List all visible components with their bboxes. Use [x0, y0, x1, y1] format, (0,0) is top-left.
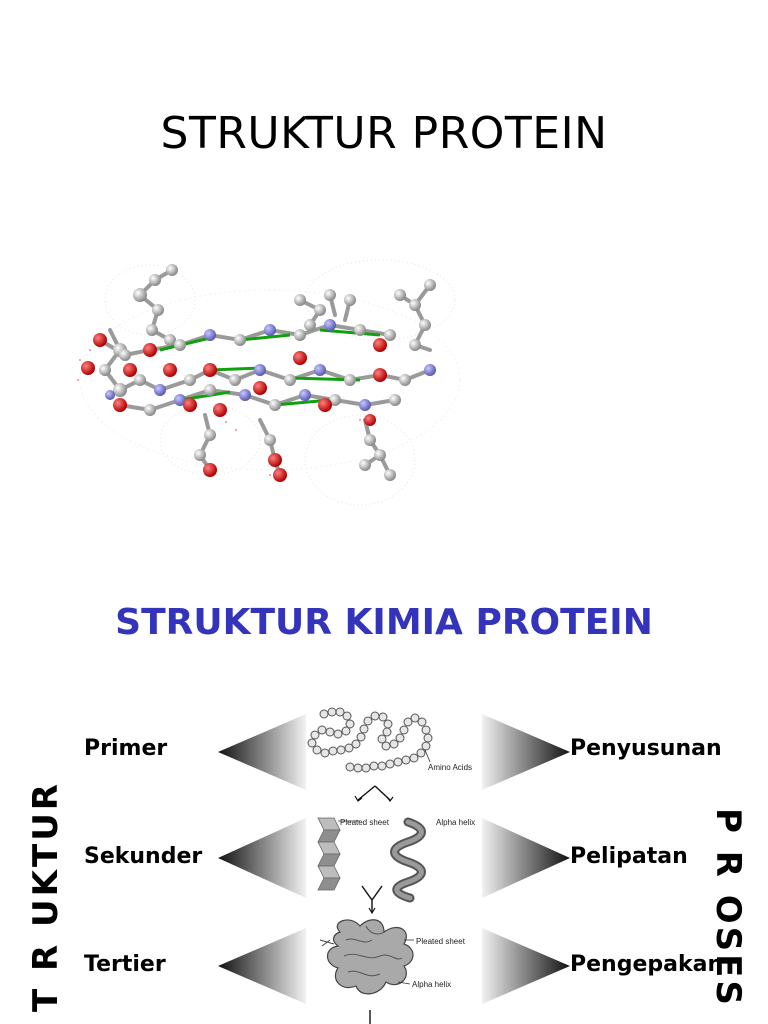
right-arrow-secondary — [482, 818, 570, 898]
right-arrow-tertiary — [482, 928, 570, 1004]
right-arrow-primary — [482, 714, 570, 790]
protein-molecule-image — [77, 259, 461, 506]
pleated-sheet-label: Pleated sheet — [340, 818, 390, 827]
level-primer: Primer — [84, 736, 168, 761]
left-arrow-primary — [218, 714, 306, 790]
left-arrow-tertiary — [218, 928, 306, 1004]
amino-acid-chain — [307, 707, 433, 773]
level-tertier: Tertier — [84, 952, 166, 977]
page-title: STRUKTUR PROTEIN — [160, 108, 608, 159]
process-pengepakan: Pengepakan — [570, 952, 724, 977]
tertiary-alpha-helix-label: Alpha helix — [412, 980, 451, 989]
section-heading: STRUKTUR KIMIA PROTEIN — [115, 602, 653, 643]
amino-acids-label: Amino Acids — [428, 763, 472, 772]
tertiary-fold — [319, 919, 414, 995]
tertiary-pleated-sheet-label: Pleated sheet — [416, 937, 466, 946]
alpha-helix-label: Alpha helix — [436, 818, 475, 827]
process-pelipatan: Pelipatan — [570, 844, 688, 869]
process-penyusunan: Penyusunan — [570, 736, 722, 761]
pleated-sheet — [317, 817, 341, 891]
level-sekunder: Sekunder — [84, 844, 203, 869]
left-arrow-secondary — [218, 818, 306, 898]
protein-structure-diagram: Amino Acids Pleated sheet Alpha helix Pl… — [307, 707, 475, 1024]
